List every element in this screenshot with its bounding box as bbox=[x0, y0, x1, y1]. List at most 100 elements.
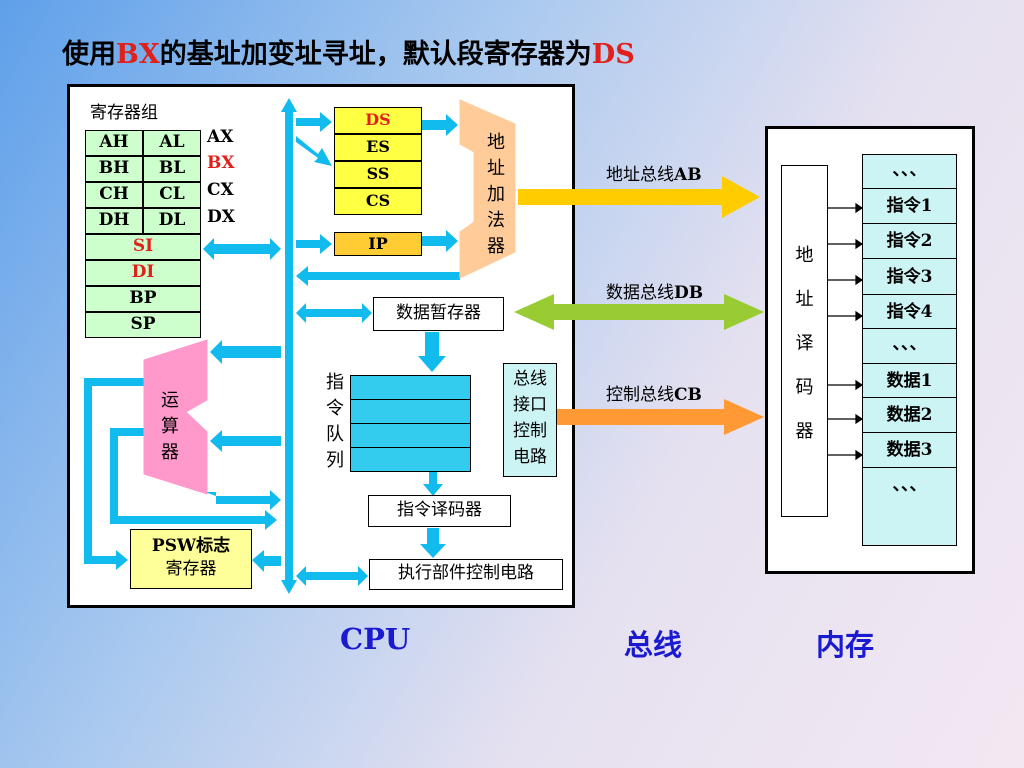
alu-char-1: 运 bbox=[161, 390, 179, 411]
memory-cell-data3: 数据3 bbox=[863, 433, 956, 468]
reg-bl: BL bbox=[143, 156, 201, 182]
psw-bus-arrow bbox=[252, 550, 281, 572]
decoder-to-memory-arrows bbox=[828, 202, 864, 461]
alu-loop-arrow bbox=[110, 428, 277, 530]
adder-to-bus-arrow bbox=[296, 266, 460, 286]
reg-sp: SP bbox=[85, 312, 201, 338]
bic-line-1: 总线 bbox=[513, 369, 547, 389]
memory-cell-data2: 数据2 bbox=[863, 398, 956, 433]
title-part-4: DS bbox=[591, 39, 635, 70]
queue-slot bbox=[351, 376, 470, 400]
reg-di: DI bbox=[85, 260, 201, 286]
control-bus-label: 控制总线CB bbox=[606, 380, 702, 405]
adder-char-4: 法 bbox=[487, 210, 505, 231]
seg-cs: CS bbox=[334, 188, 422, 215]
reg-bh: BH bbox=[85, 156, 143, 182]
memory-cell-ellipsis: 、、、 bbox=[892, 475, 927, 495]
queue-slot bbox=[351, 400, 470, 424]
seg-ds: DS bbox=[334, 107, 422, 134]
reg-ah: AH bbox=[85, 130, 143, 156]
instruction-queue bbox=[350, 375, 471, 472]
md-char-5: 器 bbox=[795, 421, 814, 442]
queue-char-3: 队 bbox=[326, 424, 344, 445]
memory-address-decoder: 地 址 译 码 器 bbox=[781, 165, 828, 517]
seg-to-adder-arrow bbox=[422, 114, 458, 136]
memory-cell-ellipsis: 、、、 bbox=[863, 329, 956, 364]
ab-label-text: 地址总线 bbox=[606, 165, 674, 185]
memory-cell-instr2: 指令2 bbox=[863, 224, 956, 259]
queue-char-1: 指 bbox=[326, 372, 344, 393]
bus-to-ds-arrow bbox=[296, 112, 332, 132]
md-char-4: 码 bbox=[795, 377, 814, 398]
reg-dh: DH bbox=[85, 208, 143, 234]
alu-char-3: 器 bbox=[161, 442, 179, 463]
alu-to-bus-arrow bbox=[205, 490, 281, 510]
ip-register: IP bbox=[334, 232, 422, 256]
seg-es: ES bbox=[334, 134, 422, 161]
reg-al: AL bbox=[143, 130, 201, 156]
adder-char-2: 址 bbox=[487, 158, 505, 179]
queue-slot bbox=[351, 448, 470, 472]
memory-decoder-label: 地 址 译 码 器 bbox=[782, 234, 827, 454]
memory-cell-instr4: 指令4 bbox=[863, 295, 956, 329]
seg-ss: SS bbox=[334, 161, 422, 188]
bic-line-3: 控制 bbox=[513, 421, 547, 441]
memory-label: 内存 bbox=[816, 628, 875, 662]
address-bus-arrow bbox=[518, 176, 760, 218]
alu-to-psw-arrow bbox=[84, 378, 146, 570]
reg-bus-arrow bbox=[203, 238, 281, 260]
bus-to-ss-arrow bbox=[296, 136, 332, 166]
reg-ch: CH bbox=[85, 182, 143, 208]
memory-cell-data1: 数据1 bbox=[863, 364, 956, 398]
reg-name-ax: AX bbox=[207, 127, 234, 147]
adder-char-5: 器 bbox=[487, 236, 505, 257]
main-bus-arrow bbox=[281, 98, 297, 594]
reg-si: SI bbox=[85, 234, 201, 260]
queue-char-4: 列 bbox=[326, 450, 344, 471]
cb-label-text: 控制总线 bbox=[606, 385, 674, 405]
title-part-1: 使用 bbox=[62, 39, 116, 70]
reg-name-bx: BX bbox=[207, 153, 235, 173]
memory-cell-instr3: 指令3 bbox=[863, 259, 956, 295]
reg-cl: CL bbox=[143, 182, 201, 208]
bus-to-alu-mid bbox=[210, 430, 281, 452]
bus-to-ip-arrow bbox=[296, 234, 332, 254]
decoder-to-exec-arrow bbox=[420, 528, 446, 558]
instruction-queue-label: 指 令 队 列 bbox=[322, 370, 348, 474]
adder-char-3: 加 bbox=[487, 184, 505, 205]
bus-label: 总线 bbox=[624, 628, 683, 662]
reg-name-cx: CX bbox=[207, 180, 234, 200]
psw-line-1: PSW标志 bbox=[151, 536, 231, 556]
instruction-decoder: 指令译码器 bbox=[368, 495, 511, 527]
bus-buffer-arrow bbox=[296, 303, 372, 323]
title-part-3: 的基址加变址寻址，默认段寄存器为 bbox=[159, 39, 592, 70]
queue-slot bbox=[351, 424, 470, 448]
bus-interface-control: 总线 接口 控制 电路 bbox=[503, 363, 557, 477]
register-group-label: 寄存器组 bbox=[90, 103, 158, 123]
segment-registers: DS ES SS CS bbox=[334, 107, 422, 215]
execution-control-circuit: 执行部件控制电路 bbox=[369, 559, 563, 590]
alu-label: 运 算 器 bbox=[156, 388, 184, 466]
ip-to-adder-arrow bbox=[422, 230, 458, 252]
bus-to-alu-top bbox=[210, 340, 281, 364]
md-char-3: 译 bbox=[795, 333, 814, 354]
psw-line-2: 寄存器 bbox=[165, 559, 217, 579]
control-bus-arrow bbox=[514, 399, 764, 435]
bus-exec-arrow bbox=[296, 566, 368, 586]
ab-label-code: AB bbox=[674, 165, 702, 185]
reg-bp: BP bbox=[85, 286, 201, 312]
db-label-text: 数据总线 bbox=[606, 283, 674, 303]
memory-cells: 、、、 指令1 指令2 指令3 指令4 、、、 数据1 数据2 数据3 、、、 bbox=[862, 154, 957, 546]
cb-label-code: CB bbox=[674, 385, 702, 405]
bic-line-2: 接口 bbox=[513, 395, 547, 415]
md-char-2: 址 bbox=[795, 289, 814, 310]
queue-to-decoder-arrow bbox=[423, 472, 443, 496]
queue-char-2: 令 bbox=[326, 398, 344, 419]
memory-cell-instr1: 指令1 bbox=[863, 189, 956, 224]
title-part-2: BX bbox=[116, 39, 160, 70]
internal-bus bbox=[84, 98, 460, 594]
address-adder-label: 地 址 加 法 器 bbox=[482, 130, 510, 260]
register-group: AH AL BH BL CH CL DH DL SI DI BP SP bbox=[85, 130, 201, 338]
alu-char-2: 算 bbox=[161, 416, 179, 437]
